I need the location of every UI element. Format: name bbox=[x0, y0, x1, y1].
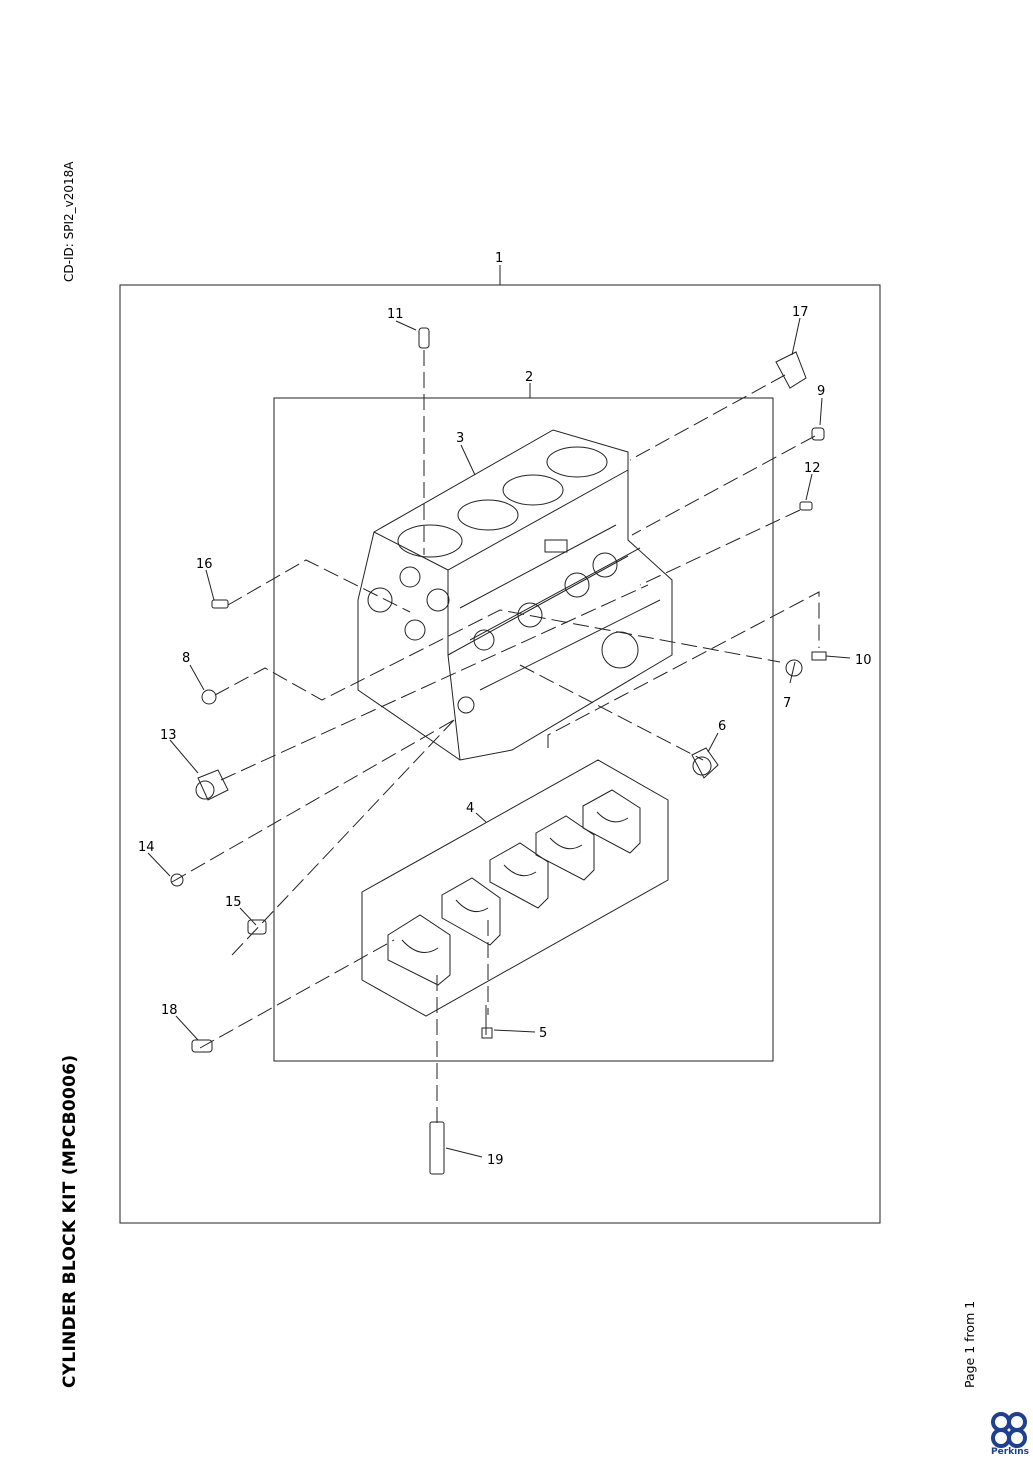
part-6-bush bbox=[691, 747, 719, 779]
part-10-plug bbox=[811, 651, 827, 661]
bearing-frame bbox=[361, 759, 669, 1017]
callout-16: 16 bbox=[196, 557, 213, 572]
callout-14: 14 bbox=[138, 840, 155, 855]
brand-name: Perkins bbox=[991, 1447, 1029, 1457]
callout-15: 15 bbox=[225, 895, 242, 910]
callout-2: 2 bbox=[525, 370, 533, 385]
main-bearing-caps bbox=[387, 789, 641, 986]
part-16-dowel bbox=[211, 599, 229, 609]
part-9-plug bbox=[811, 427, 825, 441]
callout-9: 9 bbox=[817, 384, 825, 399]
callout-8: 8 bbox=[182, 651, 190, 666]
callout-numbers: 1 2 3 4 5 6 7 8 9 10 11 12 13 14 15 16 1… bbox=[138, 251, 872, 1168]
part-17-bush bbox=[775, 351, 807, 389]
cylinder-block bbox=[357, 429, 673, 761]
callout-19: 19 bbox=[487, 1153, 504, 1168]
callout-10: 10 bbox=[855, 653, 872, 668]
part-14-plug bbox=[170, 873, 184, 887]
part-18-dowel bbox=[191, 1039, 213, 1053]
callout-7: 7 bbox=[783, 696, 791, 711]
callout-6: 6 bbox=[718, 719, 726, 734]
part-8-plug bbox=[201, 689, 217, 705]
callout-18: 18 bbox=[161, 1003, 178, 1018]
block-frame bbox=[273, 397, 774, 1062]
callout-17: 17 bbox=[792, 305, 809, 320]
kit-frame bbox=[119, 284, 881, 1224]
callout-5: 5 bbox=[539, 1026, 547, 1041]
callout-3: 3 bbox=[456, 431, 464, 446]
callout-11: 11 bbox=[387, 307, 404, 322]
part-11-dowel bbox=[418, 327, 430, 349]
part-19-sleeve bbox=[429, 1121, 445, 1175]
callout-13: 13 bbox=[160, 728, 177, 743]
callout-4: 4 bbox=[466, 801, 474, 816]
part-13-plug bbox=[197, 769, 229, 801]
perkins-logo-icon bbox=[991, 1412, 1027, 1448]
part-7-plug bbox=[785, 659, 803, 677]
part-12-dowel bbox=[799, 501, 813, 511]
callout-12: 12 bbox=[804, 461, 821, 476]
part-15-dowel bbox=[247, 919, 267, 935]
callout-1: 1 bbox=[495, 251, 503, 266]
